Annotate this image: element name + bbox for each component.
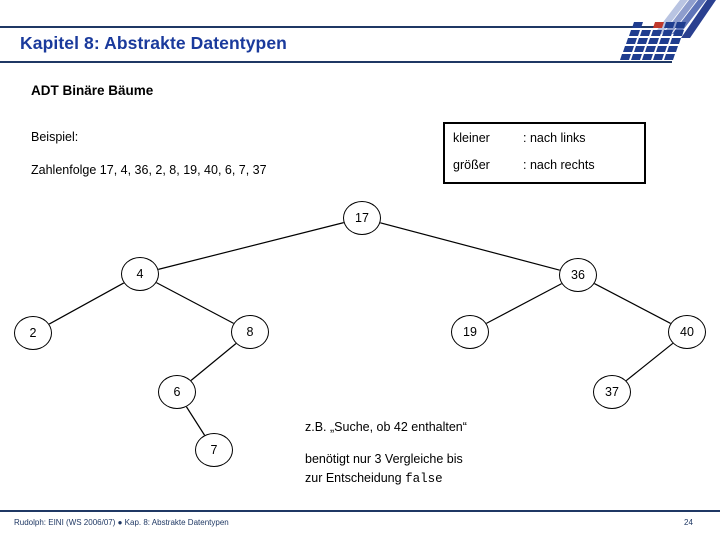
header-rule-bottom [0,61,672,63]
tree-node-label: 40 [680,325,694,339]
note-decision-value: false [405,472,443,486]
tree-edge [156,282,234,324]
tree-node-7: 7 [195,433,233,467]
rule-value-groesser: : nach rechts [523,158,595,172]
note-line-example: z.B. „Suche, ob 42 enthalten“ [305,420,467,434]
tu-dortmund-grid-logo [620,0,716,60]
rule-key-kleiner: kleiner [453,131,490,145]
note-decision-prefix: zur Entscheidung [305,471,406,485]
tree-node-label: 8 [246,325,254,339]
tree-edge [185,406,206,436]
tree-node-label: 4 [136,267,144,281]
tree-node-17: 17 [343,201,381,235]
tree-edge [158,222,344,270]
beispiel-label: Beispiel: [31,130,79,144]
tree-node-6: 6 [158,375,196,409]
note-line-decision: zur Entscheidung false [305,471,443,486]
rule-key-groesser: größer [453,158,490,172]
tree-node-8: 8 [231,315,269,349]
footer-text: Rudolph: EINI (WS 2006/07) ● Kap. 8: Abs… [14,518,229,527]
tree-edge [594,283,671,324]
tree-node-label: 6 [173,385,181,399]
tree-node-19: 19 [451,315,489,349]
tree-edge [48,282,125,325]
footer-rule [0,510,720,512]
tree-node-label: 36 [571,268,585,282]
tree-node-label: 19 [463,325,477,339]
tree-node-36: 36 [559,258,597,292]
tree-edge [380,222,560,271]
header-rule-top [0,26,672,28]
footer-page-number: 24 [684,518,693,527]
tree-edge [190,343,237,381]
tree-node-40: 40 [668,315,706,349]
zahlenfolge-text: Zahlenfolge 17, 4, 36, 2, 8, 19, 40, 6, … [31,163,267,177]
tree-node-4: 4 [121,257,159,291]
tree-node-label: 37 [605,385,619,399]
section-heading: ADT Binäre Bäume [31,83,154,98]
page-title: Kapitel 8: Abstrakte Datentypen [20,33,287,53]
rule-box: kleiner : nach links größer : nach recht… [443,122,646,184]
tree-edge [486,283,562,324]
tree-node-37: 37 [593,375,631,409]
note-line-comparisons: benötigt nur 3 Vergleiche bis [305,452,463,466]
tree-node-label: 7 [210,443,218,457]
tree-node-label: 17 [355,211,369,225]
tree-node-2: 2 [14,316,52,350]
tree-edge [625,342,674,382]
tree-node-label: 2 [29,326,37,340]
rule-value-kleiner: : nach links [523,131,586,145]
